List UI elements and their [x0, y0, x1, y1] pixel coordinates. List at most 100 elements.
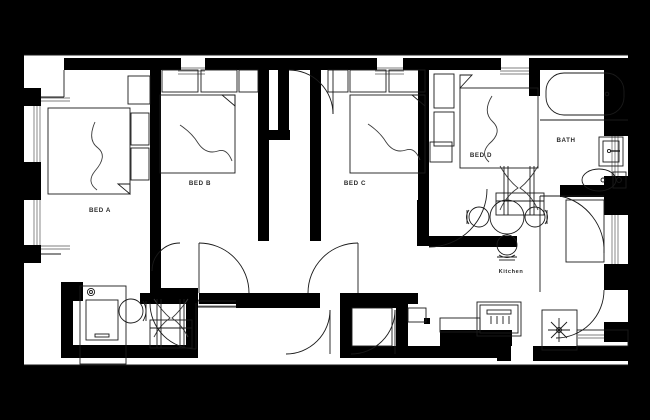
bed-a-nightstand: [127, 75, 151, 105]
bed-c-blanket-fold: [367, 123, 421, 161]
wall-bedd-bath: [529, 58, 540, 96]
bed-a-mattress: [47, 107, 131, 195]
wall-bl-top: [61, 282, 83, 301]
win-top-1: [178, 67, 205, 75]
door-hall-1: [149, 302, 197, 350]
bed-b-blanket-fold: [179, 124, 233, 162]
wall-top-b: [205, 58, 377, 70]
kitchen-chair-2: [524, 206, 548, 228]
win-right-2: [611, 212, 619, 270]
win-left-1: [33, 104, 41, 166]
wall-br-notch: [424, 318, 430, 324]
door-bed-d: [428, 188, 488, 248]
wall-top-d: [529, 58, 628, 70]
wall-bedc-bottom-b: [258, 293, 320, 304]
bed-c-corner: [410, 94, 426, 107]
doors-layer: [149, 69, 605, 355]
door-bed-c: [307, 242, 359, 294]
bath-toilet-tank: [612, 171, 627, 189]
room-label-kitchen: Kitchen: [499, 269, 524, 275]
room-label-bed-b: BED B: [189, 180, 211, 187]
door-entry: [555, 289, 605, 339]
wall-br-bottom2: [533, 346, 628, 361]
wall-kitchen-v: [417, 200, 429, 246]
thin-lines-layer: [24, 54, 629, 366]
bed-b-mattress: [159, 94, 236, 174]
bed-d-desk: [495, 165, 545, 216]
wall-br-mid: [396, 308, 408, 358]
wall-right-d: [604, 322, 628, 342]
win-top-3: [500, 67, 530, 75]
bed-a-pillow-2: [130, 147, 150, 181]
win-top-2: [375, 67, 404, 75]
door-bed-b: [288, 69, 334, 115]
bath-sink-tap: [606, 148, 612, 154]
kitchen-counter-d: [576, 329, 629, 347]
room-labels-layer: BED A BED B BED C BED D BATH Kitchen: [89, 137, 575, 275]
wall-top-c: [403, 58, 501, 70]
wall-bedb-bottom-2: [150, 288, 198, 297]
door-bedb-exit: [198, 242, 250, 294]
bed-b-pillow-1: [161, 69, 199, 93]
wall-left-pillar-mid: [24, 162, 41, 200]
wall-br-step-b: [497, 346, 511, 361]
wall-bedb-stub: [269, 58, 289, 67]
wall-br-bottom: [340, 346, 510, 358]
wall-bedc-bottom-c: [340, 293, 418, 304]
wall-hall-inner-h: [258, 130, 290, 140]
wall-br-left: [340, 308, 352, 358]
bed-d-pillow-2: [433, 111, 455, 147]
bed-b-nightstand: [238, 69, 259, 93]
bed-c-mattress: [349, 94, 426, 174]
door-hall-2: [285, 309, 331, 355]
wall-br-step-a: [440, 330, 512, 346]
bath-toilet-seat: [600, 177, 606, 183]
wall-left-pillar-bot: [24, 245, 41, 263]
bed-d-mattress: [459, 87, 539, 169]
bed-a-corner: [116, 183, 131, 195]
bed-d-nightstand: [429, 141, 453, 163]
kitchen-counter-a: [439, 317, 481, 333]
kitchen-chair-1: [466, 206, 490, 228]
wall-hall-bedc: [310, 58, 321, 241]
wall-bedb-hall: [258, 58, 269, 241]
hall-closet: [565, 199, 605, 263]
kitchen-table: [489, 199, 525, 235]
wall-right-c: [604, 264, 628, 290]
bed-d-pillow-1: [433, 73, 455, 109]
wall-kitchen-top: [429, 236, 517, 247]
wall-bl-left: [61, 293, 73, 355]
room-label-bath: BATH: [556, 137, 575, 144]
bath-toilet-flush: [616, 177, 622, 183]
bed-b-corner: [220, 94, 236, 107]
kitchen-chair-3: [496, 234, 518, 261]
bed-a-pillow-1: [130, 112, 150, 146]
wall-left-pillar-top: [24, 88, 41, 106]
room-label-bed-a: BED A: [89, 207, 111, 214]
bed-c-pillow-1: [349, 69, 387, 93]
kitchen-counter-c: [407, 307, 427, 323]
bed-a-blanket-fold: [90, 121, 103, 191]
bed-b-pillow-2: [200, 69, 238, 93]
room-label-bed-c: BED C: [344, 180, 366, 187]
wall-bath-right-a: [604, 96, 628, 136]
study-desk: [79, 285, 127, 365]
win-left-3: [38, 97, 70, 250]
wall-bedc-bedd: [418, 58, 429, 241]
bath-tub: [545, 72, 625, 116]
door-bath: [559, 195, 605, 254]
wall-bl-bottom: [61, 345, 198, 358]
wall-bedbc-bottom: [199, 293, 269, 304]
wall-right-b: [604, 190, 628, 215]
bath-sink-counter: [598, 136, 624, 167]
bed-c-pillow-2: [388, 69, 426, 93]
study-chair: [118, 298, 147, 324]
room-label-bed-d: BED D: [470, 152, 492, 159]
door-hall-3: [350, 309, 396, 355]
wall-top-a: [64, 58, 181, 70]
wall-bedc-bottom: [140, 293, 198, 304]
bath-tub-drain: [604, 91, 610, 97]
bed-d-corner: [459, 74, 474, 90]
